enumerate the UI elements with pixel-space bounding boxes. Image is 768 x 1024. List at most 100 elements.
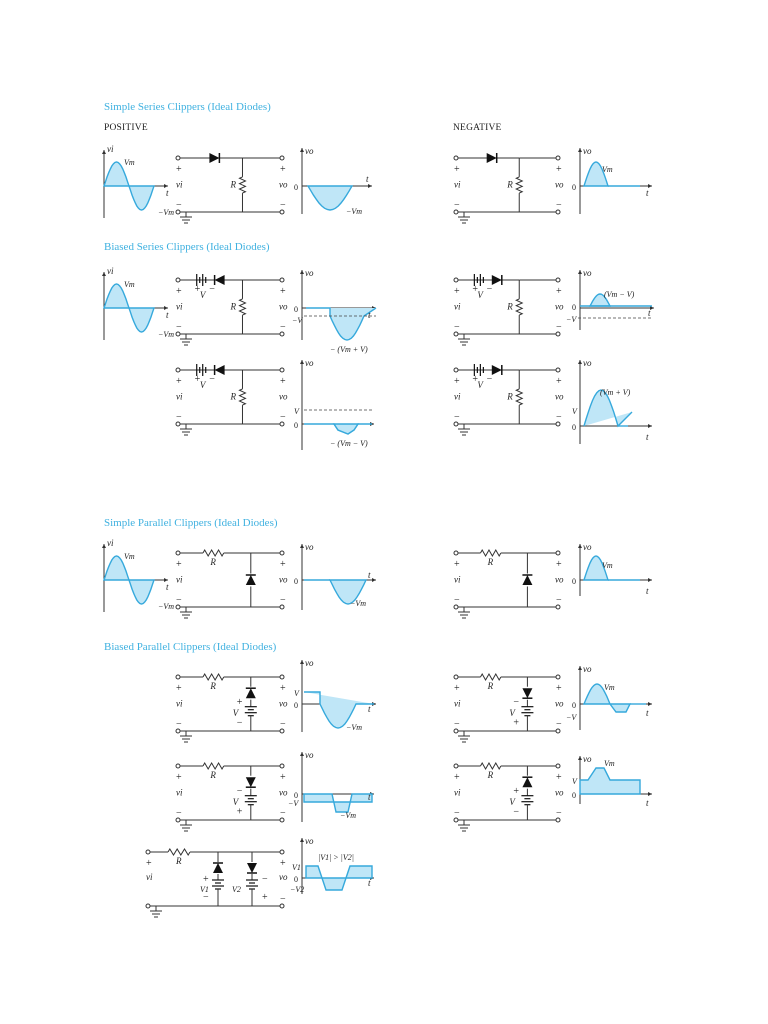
input-plus: + [454,376,460,387]
vo-label: vo [583,358,592,368]
battery-polarity: + [472,284,478,295]
terminal-icon [555,550,561,556]
axis-arrow [300,270,304,274]
vo-label: vo [583,146,592,156]
neg-v-label: −V [292,316,303,325]
zero-label: 0 [572,791,576,800]
t-label: t [646,188,649,198]
ground-icon [180,334,192,346]
output-plus: + [556,286,562,297]
resistor-icon [238,388,247,406]
t-label: t [366,174,369,184]
axis-arrow [578,270,582,274]
vo-label: vo [305,358,314,368]
input-plus: + [176,376,182,387]
vm-label: Vm [124,158,135,167]
battery-icon [244,706,257,717]
vo-label: vo [279,575,288,585]
input-plus: + [176,559,182,570]
terminal-icon [279,763,285,769]
output-minus: − [556,322,562,333]
v-level-label: V [294,407,300,416]
terminal-icon [279,367,285,373]
vo-label: vo [305,836,314,846]
waveform-lobe [583,555,609,581]
resistor-label: R [487,681,494,691]
t-label: t [368,792,371,802]
battery-icon [196,274,207,286]
terminal-icon [279,277,285,283]
axis-arrow [648,184,652,188]
waveform-lobe [305,865,373,891]
vm-label: Vm [604,683,615,692]
resistor-icon [515,388,524,406]
axis-arrow [648,424,652,428]
output-plus: + [556,376,562,387]
axis-arrow [300,838,304,842]
diode-icon [245,687,256,699]
output-plus: + [280,559,286,570]
t-label: t [368,878,371,888]
input-plus: + [176,164,182,175]
ground-icon [180,212,192,224]
axis-arrow [164,306,168,310]
resistor-label: R [229,180,236,190]
vm-label: Vm [124,280,135,289]
resistor-label: R [506,180,513,190]
vi-label: vi [176,699,183,709]
battery-v2-label: V2 [232,885,241,894]
vo-label: vo [279,302,288,312]
input-minus: − [176,412,182,423]
battery-polarity: + [472,374,478,385]
vi-label: vi [107,266,114,276]
output-minus: − [556,200,562,211]
ground-icon [150,906,162,918]
ground-icon [180,731,192,743]
vo-label: vo [555,302,564,312]
battery-polarity: − [487,374,493,385]
vi-label: vi [176,788,183,798]
output-minus: − [556,595,562,606]
v-level-label: V [572,407,578,416]
vo-label: vo [305,542,314,552]
t-label: t [648,308,651,318]
vo-label: vo [305,658,314,668]
v1-level-label: V1 [292,863,301,872]
terminal-icon [175,763,181,769]
battery-polarity: − [209,374,215,385]
diode-icon [491,275,503,285]
battery-polarity: + [195,284,201,295]
resistor-label: R [209,681,216,691]
neg-v-label: −V [566,713,577,722]
neg-vm-label: −Vm [158,602,174,611]
waveform-lobe [328,579,368,605]
terminal-icon [555,763,561,769]
battery-polarity: + [513,718,519,729]
resistor-label: R [487,770,494,780]
vi-label: vi [454,575,461,585]
vo-label: vo [279,699,288,709]
diode-icon [522,776,533,788]
resistor-label: R [506,302,513,312]
output-plus: + [556,164,562,175]
output-minus: − [280,595,286,606]
diode-icon [209,153,221,163]
waveform-lobe [128,579,155,605]
battery-polarity: − [209,284,215,295]
battery-polarity: − [513,697,519,708]
input-minus: − [454,808,460,819]
diode-icon [247,863,257,874]
terminal-icon [555,277,561,283]
neg-vm-plus-v-label: − (Vm + V) [330,345,368,354]
terminal-icon [555,674,561,680]
vi-label: vi [107,144,114,154]
heading-biased-series: Biased Series Clippers (Ideal Diodes) [104,241,270,253]
vo-label: vo [555,575,564,585]
output-plus: + [280,858,286,869]
t-label: t [166,582,169,592]
axis-arrow [164,578,168,582]
vo-label: vo [583,268,592,278]
zero-label: 0 [572,303,576,312]
condition-label: |V1| > |V2| [318,853,354,862]
terminal-icon [555,367,561,373]
